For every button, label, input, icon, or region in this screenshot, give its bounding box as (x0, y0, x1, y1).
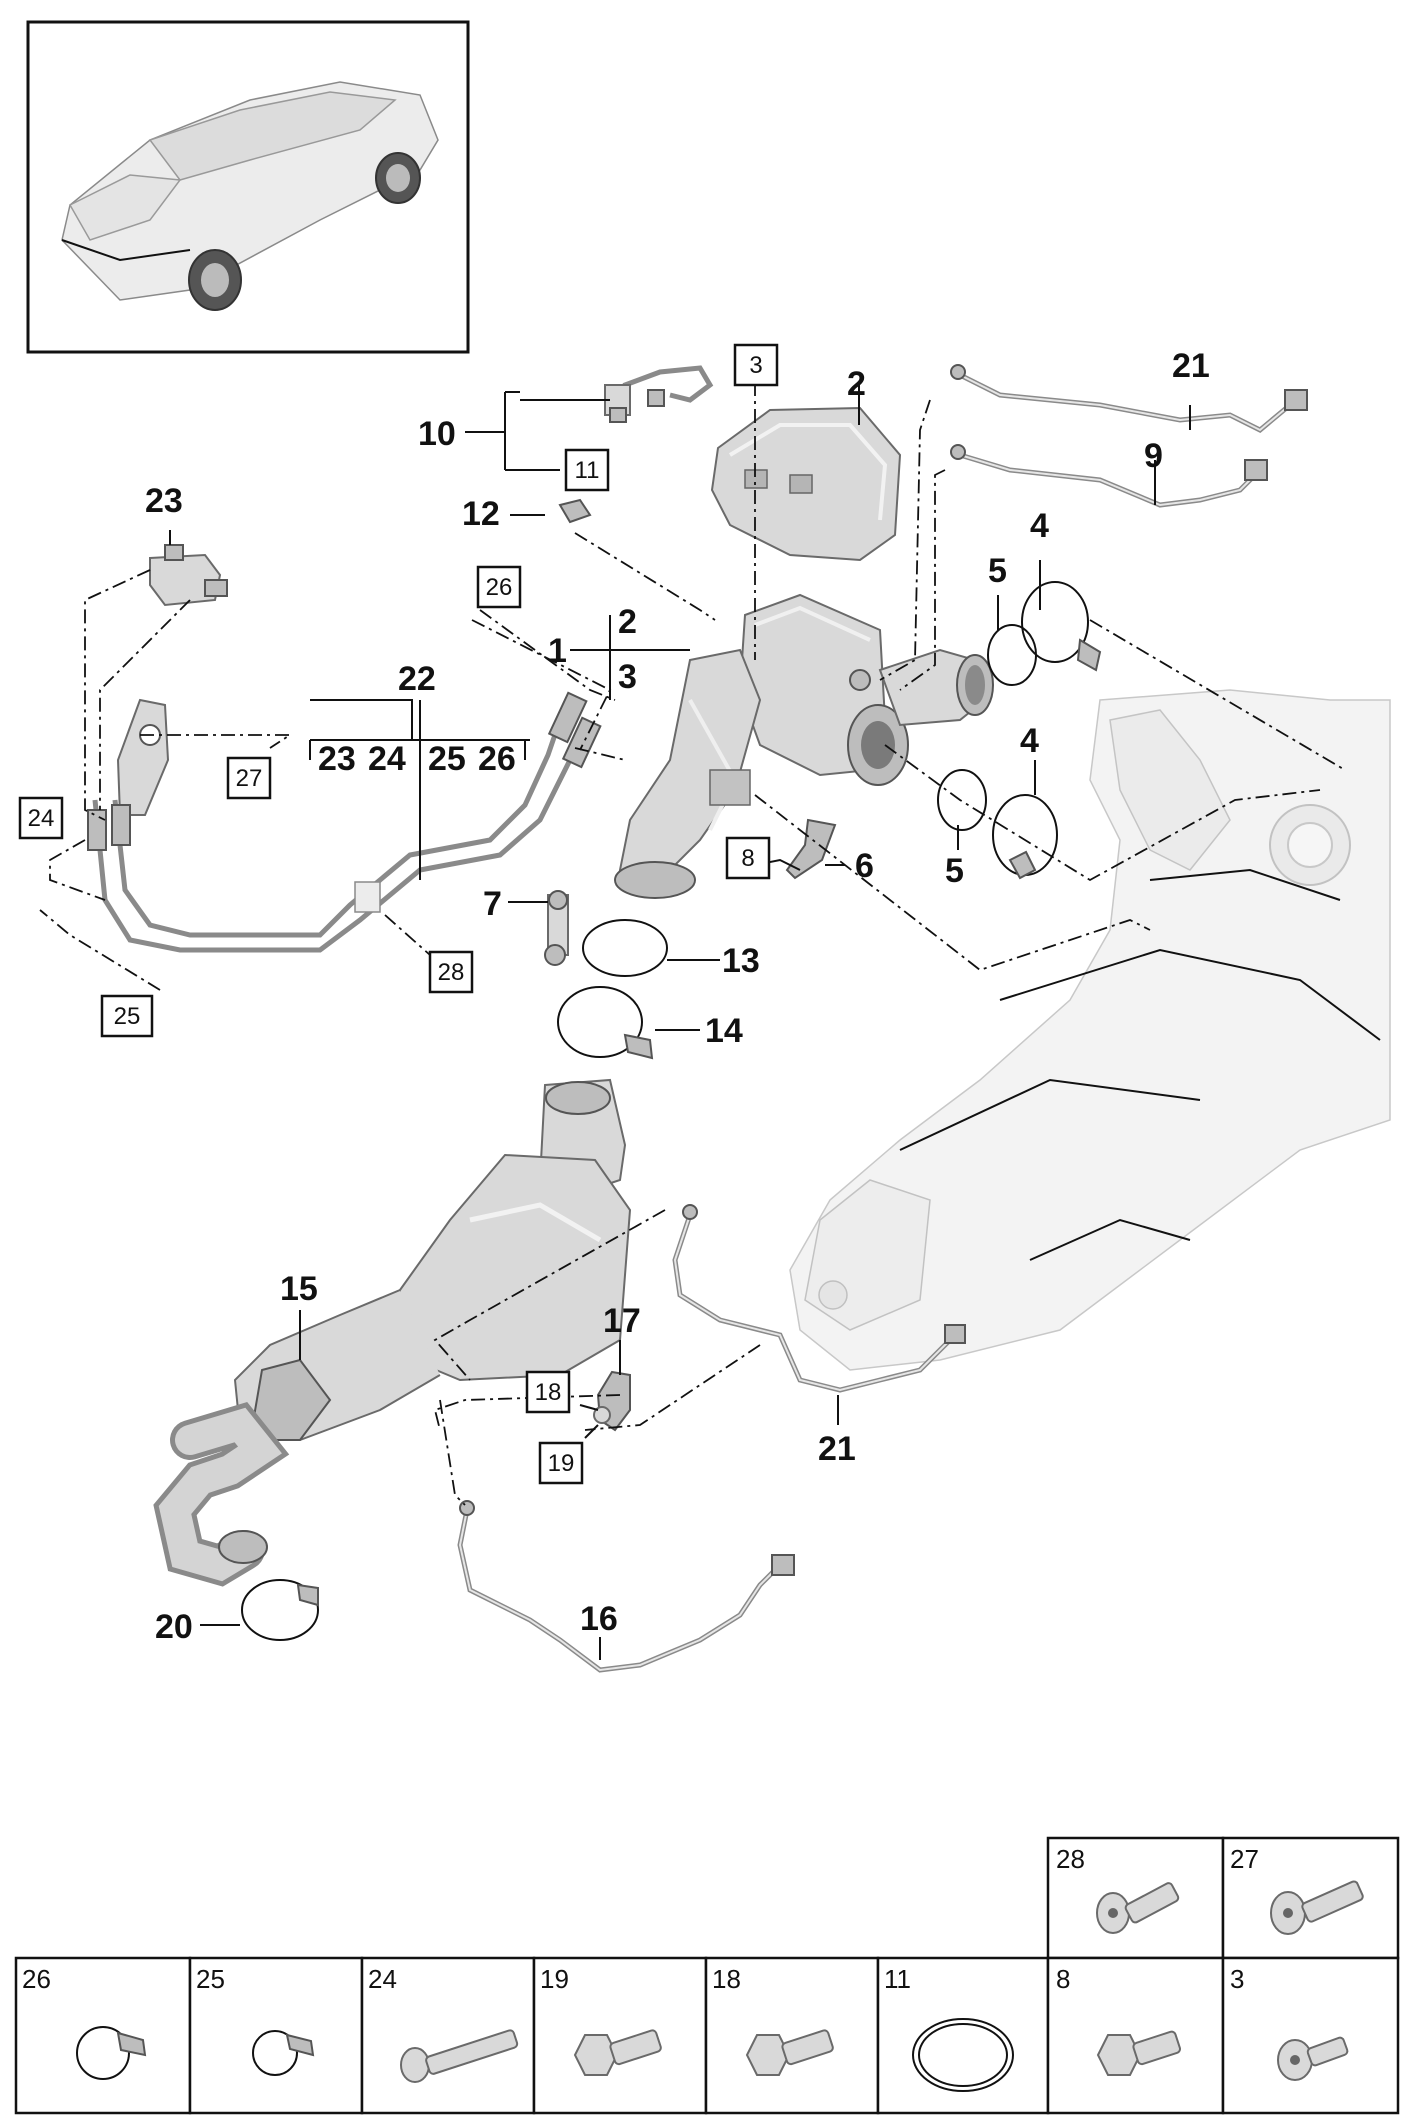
oxygen-sensor-cables-bottom (457, 1204, 966, 1673)
callout-2-assembly: 2 (618, 603, 637, 641)
screw-icon (1270, 1880, 1364, 1935)
callout-22: 22 (398, 660, 436, 698)
catalytic-converter-part (614, 593, 909, 899)
bracket-6-part (785, 818, 837, 880)
table-num-28: 28 (1056, 1844, 1085, 1874)
engine-transmission-ghost (789, 689, 1391, 1371)
screw-icon (1277, 2036, 1349, 2081)
long-bolt-icon (400, 2029, 519, 2083)
callout-23: 23 (145, 482, 183, 520)
callout-21-bottom: 21 (818, 1430, 856, 1468)
callout-2-shield: 2 (847, 365, 866, 403)
callout-21-top: 21 (1172, 347, 1210, 385)
table-num-27: 27 (1230, 1844, 1259, 1874)
table-num-25: 25 (196, 1964, 225, 1994)
callout-9: 9 (1144, 437, 1163, 475)
boxed-ref-18: 18 (535, 1379, 562, 1406)
clamps-seals (937, 581, 1102, 880)
callout-5-top: 5 (988, 552, 1007, 590)
callout-10: 10 (418, 415, 456, 453)
callout-13: 13 (722, 942, 760, 980)
pressure-sensor-23-part (149, 544, 228, 607)
leader-lines (169, 385, 1191, 1660)
hardware-table: 28 27 26 25 24 19 18 11 8 3 (14, 1836, 1400, 2115)
callout-1: 1 (548, 632, 567, 670)
table-num-19: 19 (540, 1964, 569, 1994)
callout-4-top: 4 (1030, 507, 1049, 545)
boxed-ref-3: 3 (749, 352, 762, 379)
hose-clamp-icon (252, 2030, 315, 2076)
boxed-ref-8: 8 (741, 845, 754, 872)
callout-15: 15 (280, 1270, 318, 1308)
vehicle-overview (26, 20, 470, 354)
callout-22-sub-24: 24 (368, 740, 406, 778)
boxed-ref-19: 19 (548, 1450, 575, 1477)
turbo-outlet-pipe-part (878, 648, 994, 727)
table-num-8: 8 (1056, 1964, 1070, 1994)
boxed-ref-28: 28 (438, 959, 465, 986)
table-num-26: 26 (22, 1964, 51, 1994)
seal-ring-icon (912, 2018, 1014, 2092)
callout-3-assembly: 3 (618, 658, 637, 696)
table-num-24: 24 (368, 1964, 397, 1994)
car-illustration-icon (61, 81, 439, 311)
oxygen-sensor-cables-top (950, 364, 1308, 508)
table-num-3: 3 (1230, 1964, 1244, 1994)
callout-22-sub-23: 23 (318, 740, 356, 778)
boxed-refs: 3 11 26 27 24 8 28 25 18 19 (18, 343, 779, 1485)
clamp-14-part (557, 986, 654, 1060)
hex-bolt-icon (1096, 2030, 1181, 2076)
callout-7: 7 (483, 885, 502, 923)
boxed-ref-26: 26 (486, 574, 513, 601)
callout-labels: 10 12 2 21 9 4 5 1 2 3 23 22 23 24 25 26… (145, 347, 1210, 1646)
dash-dot-leaders (39, 382, 1346, 1506)
boxed-ref-11: 11 (575, 457, 600, 484)
callout-22-sub-26: 26 (478, 740, 516, 778)
table-num-11: 11 (884, 1964, 911, 1994)
screw-icon (1096, 1882, 1180, 1934)
bracket-17-part (593, 1370, 631, 1432)
hose-clamp-icon (76, 2026, 147, 2080)
clamp-20-part (241, 1579, 319, 1641)
callout-14: 14 (705, 1012, 743, 1050)
heat-shield-part (710, 406, 902, 562)
catalytic-converter-15-part (153, 1078, 632, 1587)
callout-22-sub-25: 25 (428, 740, 466, 778)
seal-ring-13-part (582, 919, 668, 977)
table-num-18: 18 (712, 1964, 741, 1994)
boxed-ref-24: 24 (28, 805, 55, 832)
callout-5-bottom: 5 (945, 852, 964, 890)
callout-12: 12 (462, 495, 500, 533)
hex-bolt-icon (745, 2029, 834, 2076)
hex-bolt-icon (573, 2029, 662, 2076)
pressure-lines-part (87, 691, 602, 953)
pressure-sensor-part (604, 365, 714, 423)
callout-16: 16 (580, 1600, 618, 1638)
callout-4-bottom: 4 (1020, 722, 1039, 760)
stud-7-part (544, 890, 569, 966)
boxed-ref-27: 27 (236, 765, 263, 792)
boxed-ref-25: 25 (114, 1003, 141, 1030)
callout-6: 6 (855, 847, 874, 885)
callout-17: 17 (603, 1302, 641, 1340)
callout-20: 20 (155, 1608, 193, 1646)
sensor-bushing-part (558, 498, 592, 524)
